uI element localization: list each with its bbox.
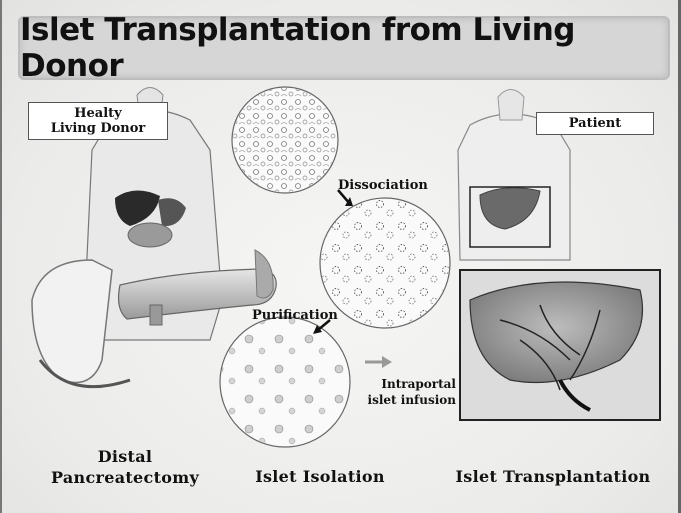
- transplantation-label: Islet Transplantation: [438, 466, 668, 487]
- patient-label: Patient: [536, 112, 654, 135]
- patient-label-text: Patient: [545, 116, 645, 131]
- isolation-label: Islet Isolation: [240, 466, 400, 487]
- infusion-label-line2: islet infusion: [356, 392, 456, 408]
- pancreatectomy-label: Distal Pancreatectomy: [40, 446, 210, 488]
- dissociation-label: Dissociation: [338, 178, 428, 193]
- pancreatectomy-line1: Distal: [40, 446, 210, 467]
- pancreatectomy-line2: Pancreatectomy: [40, 467, 210, 488]
- tissue-circle-icon: [232, 87, 338, 193]
- liver-closeup-icon: [460, 270, 660, 420]
- infusion-label-line1: Intraportal: [356, 376, 456, 392]
- infusion-label: Intraportal islet infusion: [356, 376, 456, 408]
- infusion-arrow-icon: [365, 356, 392, 368]
- purification-label: Purification: [252, 308, 338, 323]
- donor-label-line1: Healty: [37, 106, 159, 121]
- dissociated-circle-icon: [320, 198, 450, 328]
- donor-label: Healty Living Donor: [28, 102, 168, 140]
- purified-circle-icon: [220, 317, 350, 447]
- donor-label-line2: Living Donor: [37, 121, 159, 136]
